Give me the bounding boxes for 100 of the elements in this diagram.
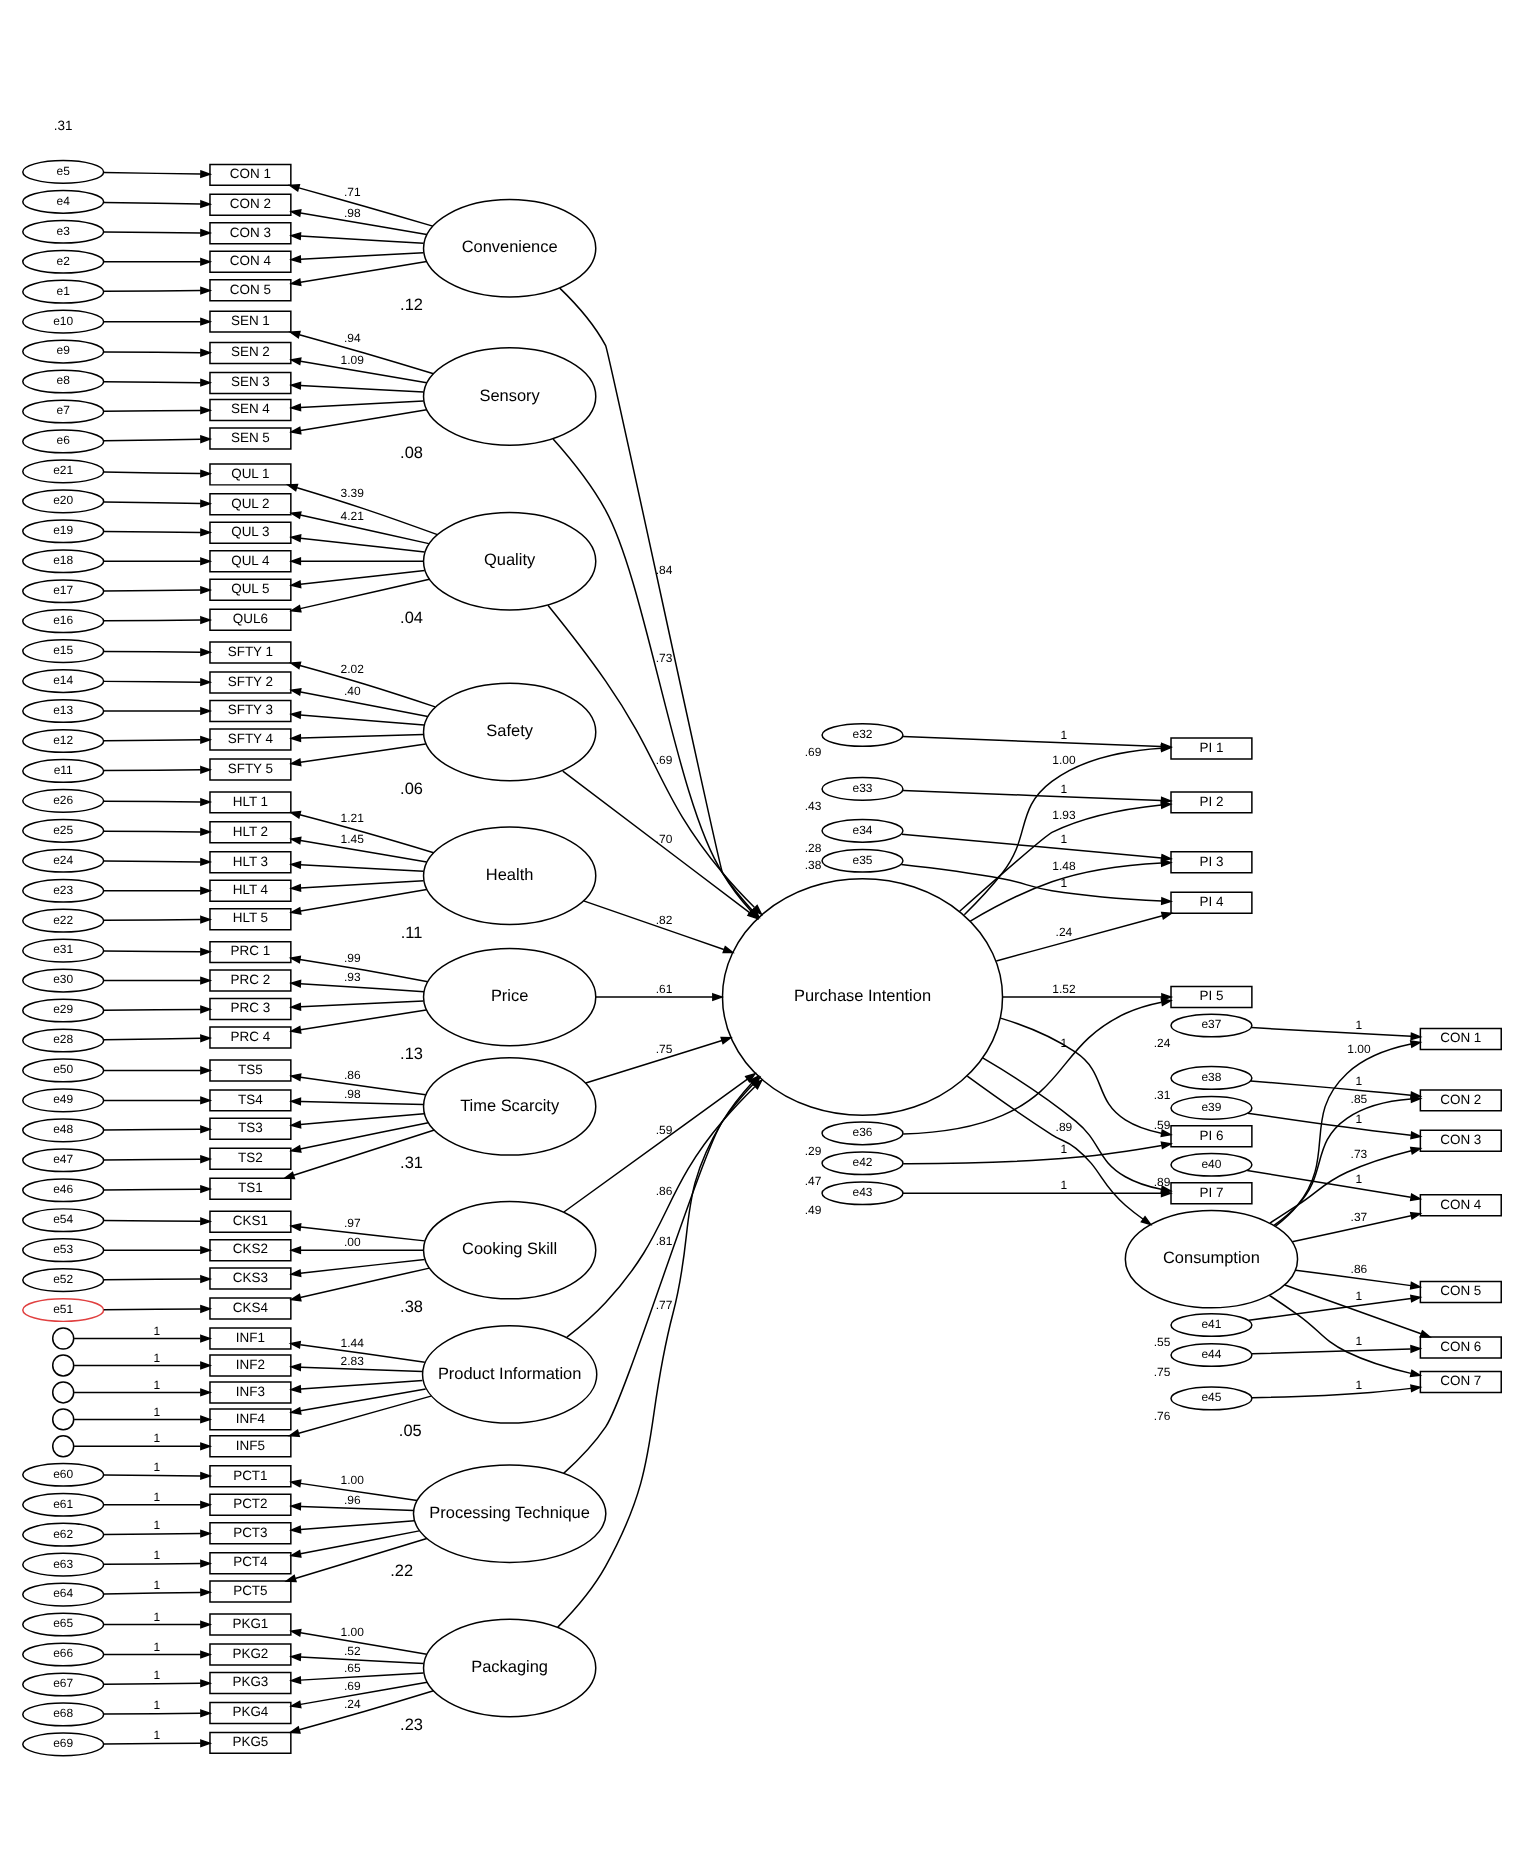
arrow bbox=[289, 836, 428, 863]
arrow bbox=[103, 406, 213, 415]
arrow bbox=[289, 511, 430, 545]
arrow bbox=[289, 1652, 425, 1665]
arrow bbox=[289, 251, 425, 264]
arrow bbox=[103, 706, 213, 716]
arrow bbox=[288, 955, 429, 983]
arrow bbox=[289, 1009, 427, 1034]
arrow bbox=[103, 615, 213, 625]
arrow bbox=[1246, 1112, 1423, 1140]
arrow bbox=[103, 469, 213, 478]
arrow bbox=[902, 1141, 1174, 1165]
arrow bbox=[900, 833, 1173, 862]
arrow bbox=[289, 1502, 415, 1512]
arrow bbox=[289, 1121, 430, 1153]
arrow bbox=[103, 827, 213, 837]
arrow bbox=[1250, 1026, 1423, 1041]
arrow bbox=[103, 1620, 213, 1629]
node-label: .08 bbox=[400, 444, 423, 463]
arrow bbox=[547, 604, 763, 916]
arrow bbox=[103, 886, 213, 895]
arrow bbox=[288, 1340, 426, 1363]
arrow bbox=[285, 483, 439, 536]
arrow bbox=[1246, 1169, 1423, 1202]
node-label: .31 bbox=[400, 1154, 423, 1173]
arrow bbox=[289, 710, 425, 726]
arrow bbox=[289, 400, 425, 412]
arrow bbox=[289, 979, 425, 993]
node-ellipse: Processing Technique bbox=[412, 1464, 607, 1564]
arrow bbox=[582, 900, 735, 954]
node-circle bbox=[51, 1327, 75, 1350]
node-ellipse: Quality bbox=[422, 511, 597, 611]
arrow bbox=[289, 1222, 426, 1242]
arrow bbox=[103, 1005, 213, 1014]
arrow bbox=[103, 499, 213, 508]
arrow bbox=[289, 409, 428, 435]
arrow bbox=[900, 863, 1174, 906]
arrow bbox=[289, 1628, 428, 1655]
arrow bbox=[103, 1739, 213, 1748]
arrow bbox=[103, 1304, 213, 1314]
arrow bbox=[103, 1274, 213, 1284]
arrow bbox=[1251, 1384, 1423, 1399]
arrow bbox=[1268, 1294, 1423, 1378]
node-label: .11 bbox=[400, 923, 423, 942]
arrow bbox=[289, 1000, 425, 1011]
arrow bbox=[289, 860, 425, 873]
arrow bbox=[103, 1650, 213, 1659]
arrow bbox=[103, 1096, 213, 1105]
arrow bbox=[103, 378, 213, 387]
arrow bbox=[999, 1017, 1173, 1138]
arrow bbox=[289, 260, 428, 287]
arrow bbox=[282, 1129, 436, 1180]
arrow bbox=[289, 569, 426, 589]
node-ellipse: Cooking Skill bbox=[422, 1200, 597, 1300]
arrow bbox=[103, 557, 213, 566]
arrow bbox=[289, 687, 429, 718]
arrow bbox=[103, 317, 213, 326]
node-label: .05 bbox=[398, 1422, 422, 1441]
arrow bbox=[284, 1537, 428, 1583]
arrow bbox=[103, 1471, 213, 1481]
node-label: .38 bbox=[400, 1298, 423, 1316]
node-ellipse: Price bbox=[422, 947, 597, 1047]
arrow bbox=[103, 857, 213, 867]
arrow bbox=[288, 330, 435, 375]
node-circle bbox=[51, 1435, 75, 1458]
arrow bbox=[103, 1217, 213, 1226]
arrow bbox=[289, 1073, 427, 1096]
arrow bbox=[585, 1036, 733, 1084]
arrow bbox=[1269, 1146, 1423, 1224]
arrow bbox=[289, 1672, 425, 1685]
arrow bbox=[103, 199, 213, 209]
arrow bbox=[73, 1415, 213, 1424]
arrow bbox=[289, 357, 428, 384]
arrow bbox=[1249, 1080, 1423, 1100]
arrow bbox=[289, 1097, 425, 1106]
arrow bbox=[1291, 1211, 1423, 1243]
arrow bbox=[289, 1681, 428, 1709]
arrow bbox=[289, 1258, 426, 1278]
arrow bbox=[103, 435, 213, 444]
arrow bbox=[103, 976, 213, 985]
arrow bbox=[103, 915, 213, 924]
arrow bbox=[103, 1588, 213, 1597]
arrow bbox=[103, 348, 213, 357]
arrow bbox=[1251, 1344, 1423, 1355]
arrow bbox=[103, 1155, 213, 1164]
arrow bbox=[289, 879, 425, 893]
arrow bbox=[1294, 1269, 1423, 1290]
arrow bbox=[289, 578, 431, 613]
arrow bbox=[289, 888, 428, 915]
arrow bbox=[73, 1334, 213, 1343]
arrow bbox=[289, 231, 425, 245]
arrow bbox=[73, 1388, 213, 1397]
arrow bbox=[103, 735, 213, 745]
arrow bbox=[289, 1388, 427, 1415]
node-circle bbox=[51, 1381, 75, 1404]
node-ellipse: Convenience bbox=[422, 198, 597, 298]
arrow bbox=[289, 209, 428, 236]
arrow bbox=[287, 183, 434, 227]
arrow bbox=[1248, 1294, 1423, 1321]
arrow bbox=[289, 557, 425, 566]
